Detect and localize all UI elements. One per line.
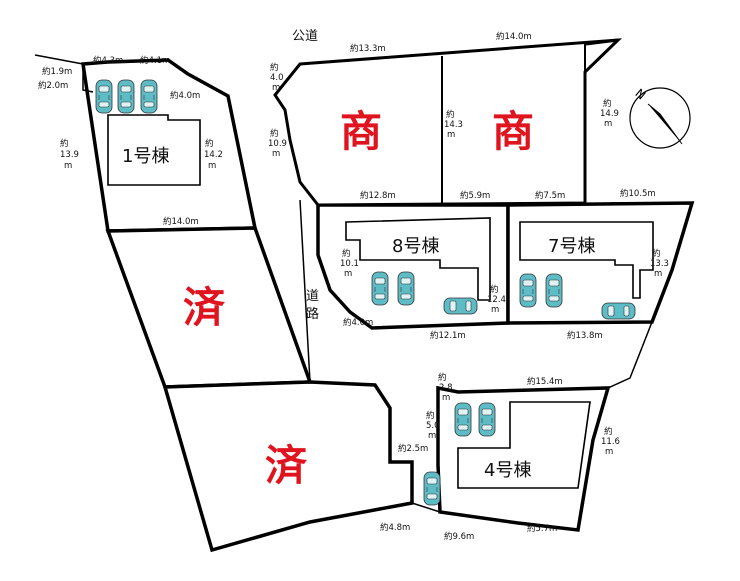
dim-label: 14.3 bbox=[444, 120, 463, 130]
dim-label: 約 bbox=[426, 410, 435, 421]
dim-label: m bbox=[604, 119, 612, 129]
dim-label: 約 bbox=[60, 138, 69, 149]
building-8-label: 8号棟 bbox=[392, 236, 439, 257]
road-left-edge bbox=[299, 199, 311, 383]
dim-label: 約 bbox=[342, 248, 351, 259]
compass-north-arrow-icon: N bbox=[629, 86, 691, 149]
dim-label: 約 bbox=[205, 138, 214, 149]
commercial-block-outline bbox=[273, 38, 623, 207]
dim-label: 約4.8m bbox=[380, 522, 410, 533]
dim-label: m bbox=[272, 149, 280, 159]
dim-label: 約14.0m bbox=[496, 31, 532, 42]
dim-label: 約 bbox=[446, 109, 455, 120]
dim-label: 約15.4m bbox=[527, 376, 563, 387]
dim-label: m bbox=[447, 130, 455, 140]
car-icon bbox=[545, 273, 563, 308]
dim-label: m bbox=[64, 161, 72, 171]
dim-label: 約4.3m bbox=[93, 55, 123, 66]
dim-label: 12.4 bbox=[487, 295, 506, 305]
car-icon bbox=[478, 402, 496, 437]
commercial-left-mark: 商 bbox=[340, 107, 382, 156]
dim-label: 約5.9m bbox=[460, 190, 490, 201]
commercial-right-mark: 商 bbox=[492, 107, 534, 156]
dim-label: 約13.8m bbox=[567, 330, 603, 341]
dim-label: 約14.0m bbox=[163, 216, 199, 227]
dim-label: 約9.6m bbox=[444, 531, 474, 542]
car-icon bbox=[117, 79, 135, 114]
dim-label: m bbox=[605, 447, 613, 457]
dim-label: m bbox=[272, 83, 280, 93]
road-right-edge bbox=[607, 321, 653, 389]
dim-label: 約 bbox=[490, 284, 499, 295]
car-icon bbox=[519, 273, 537, 308]
dim-label: 10.9 bbox=[268, 139, 287, 149]
dim-label: 約 bbox=[603, 98, 612, 109]
building-1-label: 1号棟 bbox=[122, 146, 169, 167]
car-icon bbox=[454, 402, 472, 437]
building-4-footprint bbox=[457, 401, 591, 489]
car-icon bbox=[140, 79, 158, 114]
dim-label: 約2.0m bbox=[38, 80, 68, 91]
lot-sold-lower-outline bbox=[162, 380, 414, 553]
building-7-label: 7号棟 bbox=[548, 236, 595, 257]
dim-label: 約4.1m bbox=[140, 55, 170, 66]
car-icon bbox=[443, 297, 478, 315]
dim-label: 約12.1m bbox=[430, 330, 466, 341]
dim-label: 約7.5m bbox=[535, 190, 565, 201]
building-4-label: 4号棟 bbox=[484, 460, 531, 481]
dim-label: 約5.7m bbox=[527, 523, 557, 534]
commercial-top-extension bbox=[585, 38, 619, 46]
dim-label: 4.0 bbox=[270, 73, 284, 83]
dim-label: 約4.0m bbox=[343, 317, 373, 328]
dim-label: 約1.9m bbox=[42, 66, 72, 77]
dim-label: 約 bbox=[438, 372, 447, 383]
car-icon bbox=[95, 79, 113, 114]
dim-label: 約2.5m bbox=[398, 443, 428, 454]
private-road-char-2: 路 bbox=[306, 306, 319, 322]
dim-label: m bbox=[428, 431, 436, 441]
dim-label: m bbox=[442, 393, 450, 403]
dim-label: 約10.5m bbox=[620, 188, 656, 199]
dim-label: 14.2 bbox=[204, 150, 223, 160]
private-road-label: 道 路 bbox=[306, 289, 323, 322]
building-8-footprint bbox=[345, 217, 491, 301]
dim-label: m bbox=[491, 305, 499, 315]
sold-upper-mark: 済 bbox=[183, 283, 226, 332]
dim-label: 約 bbox=[270, 62, 279, 73]
car-icon bbox=[423, 471, 441, 506]
lot-4-corner bbox=[411, 502, 441, 513]
sold-lower-mark: 済 bbox=[265, 441, 308, 490]
car-icon bbox=[397, 271, 415, 306]
dim-label: m bbox=[654, 269, 662, 279]
dim-label: 約4.0m bbox=[170, 90, 200, 101]
dim-label: 約 bbox=[604, 426, 613, 437]
building-7-footprint bbox=[519, 221, 654, 299]
dim-label: m bbox=[344, 269, 352, 279]
dim-label: 2.8 bbox=[439, 383, 453, 393]
car-icon bbox=[371, 271, 389, 306]
dim-label: 約 bbox=[652, 248, 661, 259]
dim-label: 14.9 bbox=[600, 109, 619, 119]
car-icon bbox=[601, 302, 636, 320]
dim-label: 10.1 bbox=[340, 259, 359, 269]
private-road-char-1: 道 bbox=[306, 289, 319, 304]
dim-label: 約 bbox=[270, 128, 279, 139]
dim-label: 11.6 bbox=[601, 437, 620, 447]
dim-label: 5.0 bbox=[426, 421, 440, 431]
dim-label: 約13.3m bbox=[350, 43, 386, 54]
building-1-footprint bbox=[107, 114, 201, 186]
lot-1-notch bbox=[34, 54, 94, 93]
dim-label: 13.9 bbox=[60, 150, 79, 160]
dim-label: 約12.8m bbox=[360, 190, 396, 201]
public-road-label: 公道 bbox=[292, 29, 318, 44]
dim-label: 13.3 bbox=[650, 259, 669, 269]
dim-label: m bbox=[208, 161, 216, 171]
